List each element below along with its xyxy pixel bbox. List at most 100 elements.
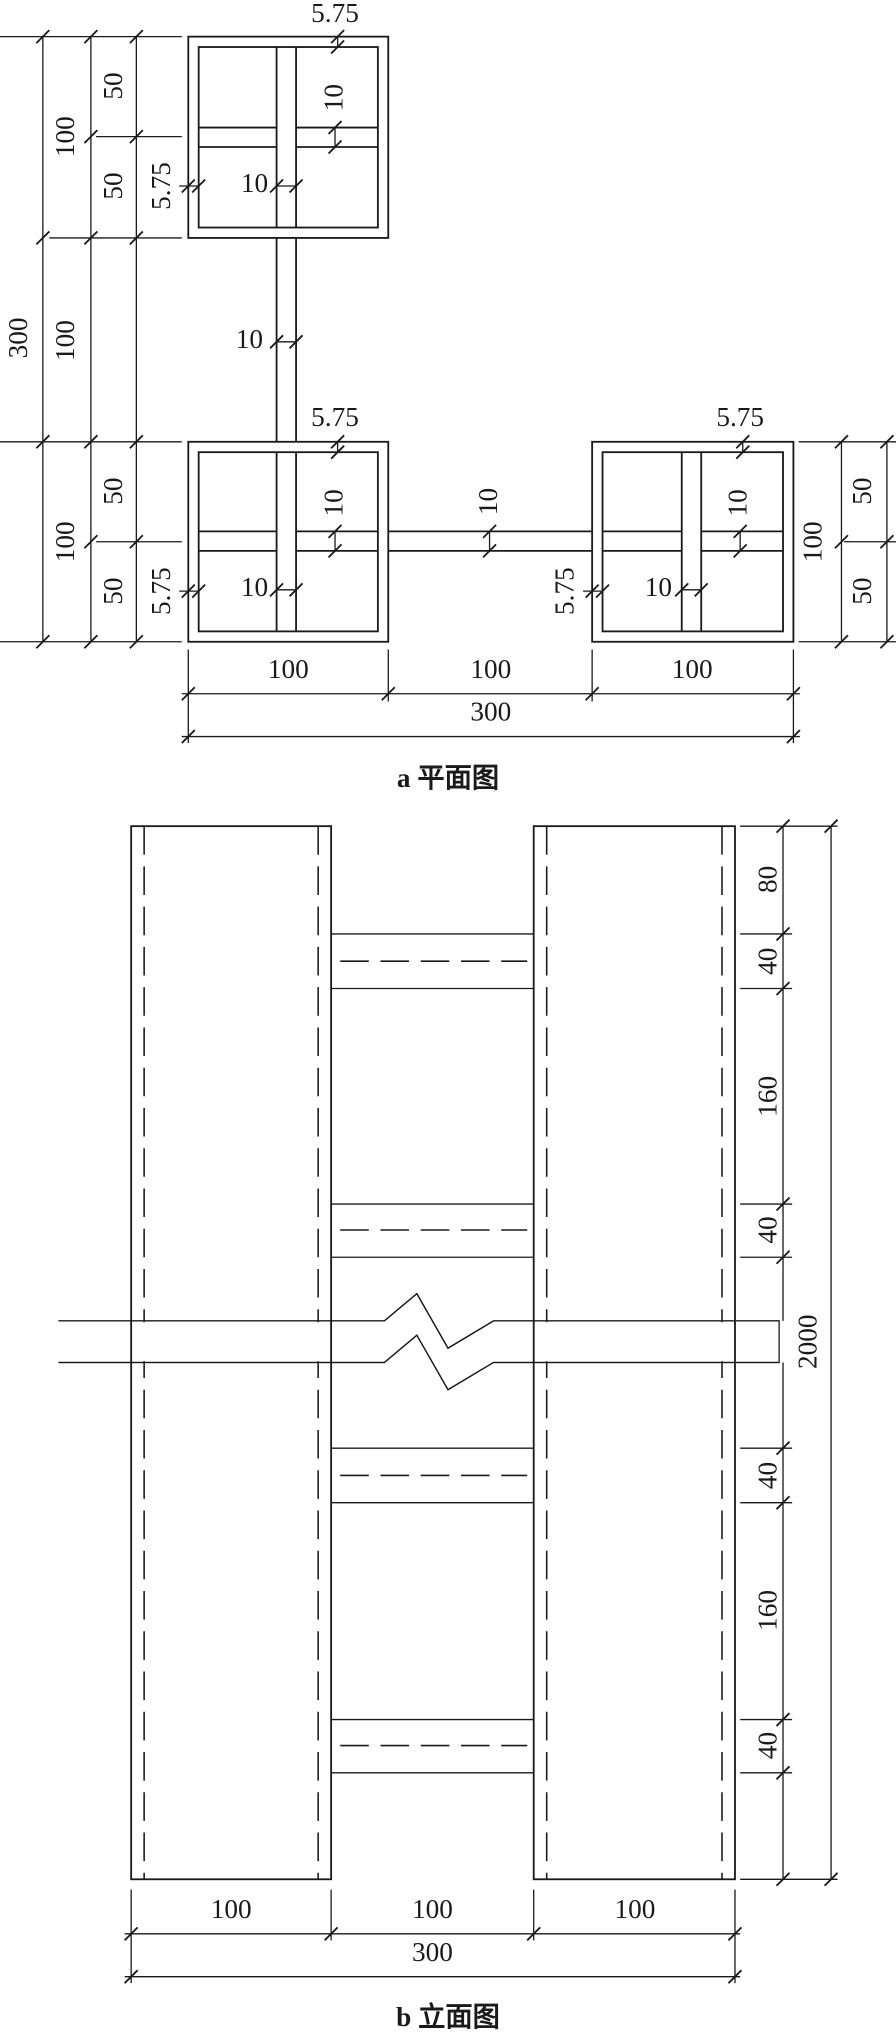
plan-local-dim-lines [179,36,744,592]
tick-mark [834,434,849,449]
top-square-wall: 5.75 [311,0,359,28]
right-square-wall-side: 5.75 [550,567,580,615]
tick-mark [35,634,50,649]
dim-seg: 40 [752,948,782,975]
tick-mark [330,29,345,44]
tick-mark [733,543,748,559]
tick-mark [83,29,99,44]
dim-seg: 80 [752,866,782,893]
tick-mark [327,120,343,135]
tick-mark [181,583,196,599]
tick-mark [775,1196,791,1212]
dim-bottom-seg: 100 [211,1894,252,1924]
tick-mark [775,819,791,834]
right-square [591,440,795,643]
tick-mark [35,434,50,449]
plan-tick-marks [35,29,895,744]
break-line [51,1292,780,1391]
dim-bottom-seg: 100 [615,1894,656,1924]
tick-mark [786,686,801,701]
tick-mark [330,445,345,460]
tick-mark [269,178,284,194]
tick-mark [823,819,839,834]
tick-mark [674,582,689,597]
elevation-tick-marks [124,819,839,1984]
dim-seg: 160 [752,1590,782,1631]
dim-bottom-total: 300 [412,1937,453,1967]
tick-mark [775,1712,791,1727]
dim-half: 50 [98,172,128,199]
tick-mark [83,634,99,649]
tick-mark [129,634,144,649]
dim-top-module: 100 [50,116,80,157]
plan-caption: a 平面图 [397,763,499,793]
tick-mark [327,139,343,155]
tick-mark [585,583,600,599]
elevation-caption: b 立面图 [396,2001,500,2032]
tick-mark [83,534,99,549]
dim-right-half: 50 [847,578,877,605]
tick-mark [327,524,343,539]
tick-mark [330,39,345,55]
tick-mark [694,582,709,597]
dim-seg: 40 [752,1732,782,1759]
tick-mark [129,534,144,549]
top-square-cross-h: 10 [319,84,349,111]
dim-half: 50 [98,578,128,605]
tick-mark [786,729,801,744]
dim-bottom-seg: 100 [470,654,511,684]
left-square-cross-h: 10 [319,489,349,516]
tick-mark [823,1872,839,1887]
tick-mark [181,729,196,744]
dim-bottom-seg: 100 [672,654,713,684]
tick-mark [83,230,99,246]
dim-half: 50 [98,72,128,99]
tick-mark [775,1250,791,1265]
vertical-connector [275,237,297,442]
top-square-cross-v: 10 [241,168,268,198]
tick-mark [129,434,144,449]
dim-total-height: 2000 [793,1314,823,1369]
top-square-wall-side: 5.75 [146,162,176,210]
right-square-wall: 5.75 [716,402,764,432]
plan-bottom-dimensions [181,649,800,744]
tick-mark [834,634,849,649]
dim-middle-gap: 100 [50,320,80,361]
tick-mark [733,524,748,539]
tick-mark [775,1765,791,1780]
dim-seg: 40 [752,1462,782,1489]
tick-mark [775,1872,791,1887]
tick-mark [834,534,849,549]
tick-mark [129,129,144,144]
left-square-cross-v: 10 [241,572,268,602]
tick-mark [269,582,284,597]
left-square-wall-side: 5.75 [146,567,176,615]
connector-v-width: 10 [236,324,263,354]
tick-mark [327,543,343,559]
tick-mark [727,1926,743,1941]
tick-mark [323,1926,339,1941]
dim-seg: 40 [752,1216,782,1243]
tick-mark [775,1441,791,1456]
tick-mark [181,178,196,194]
dim-half: 50 [98,478,128,505]
tick-mark [727,1969,743,1984]
tick-mark [735,434,750,449]
tick-mark [269,334,284,349]
tick-mark [129,29,144,44]
dim-total-height: 300 [3,317,33,358]
elevation-view: 80 40 160 40 40 160 40 2000 100 100 100 … [51,819,839,2032]
tick-mark [775,926,791,942]
plan-view: 300 100 100 100 50 50 50 50 5.75 5.75 10… [0,0,896,793]
dim-bottom-seg: 100 [268,654,309,684]
tick-mark [83,434,99,449]
tick-mark [879,534,895,549]
tick-mark [35,29,50,44]
left-square [187,440,390,643]
tick-mark [129,230,144,246]
tick-mark [595,583,610,599]
plan-right-dimensions [798,441,896,643]
tick-mark [735,445,750,460]
tick-mark [775,981,791,996]
